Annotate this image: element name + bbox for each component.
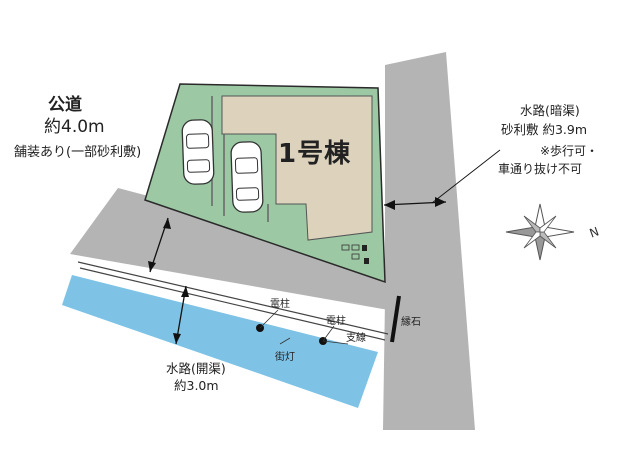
compass-rose-icon: N — [505, 203, 601, 261]
closed-channel-note-2: 車通り抜け不可 — [498, 162, 583, 176]
utility-pole-2-label: 電柱 — [326, 316, 346, 327]
road-title: 公道 — [48, 95, 82, 115]
curb-stone-bar — [390, 295, 401, 343]
open-water-channel — [62, 275, 378, 408]
closed-channel-dimension — [383, 149, 501, 210]
road-width-dimension — [148, 217, 171, 273]
road-pavement-note: 舗装あり(一部砂利敷) — [14, 145, 142, 160]
closed-channel-title: 水路(暗渠) — [520, 103, 580, 118]
open-channel-title: 水路(開渠) — [166, 361, 226, 376]
road-width: 約4.0m — [44, 117, 105, 137]
car-1-icon — [181, 119, 215, 185]
open-channel-width: 約3.0m — [174, 378, 219, 393]
closed-channel-note-1: ※歩行可・ — [540, 144, 599, 158]
utility-pole-1-label: 電柱 — [270, 299, 290, 310]
house-footprint — [221, 95, 373, 241]
lot-label: 1号棟 — [278, 139, 352, 169]
closed-channel-info: 砂利敷 約3.9m — [501, 122, 588, 137]
public-road — [70, 188, 400, 312]
curb-stone-label: 縁石 — [401, 317, 421, 328]
closed-channel-strip — [383, 52, 475, 430]
open-channel-dimension — [173, 285, 189, 345]
utility-fixtures-icon — [341, 244, 369, 264]
car-2-icon — [230, 141, 264, 213]
street-light-label: 街灯 — [275, 352, 295, 363]
branch-line-label: 支線 — [346, 333, 366, 344]
pole-leader-lines — [259, 309, 349, 345]
road-edge-line — [77, 261, 389, 341]
compass-north-label: N — [588, 224, 601, 240]
